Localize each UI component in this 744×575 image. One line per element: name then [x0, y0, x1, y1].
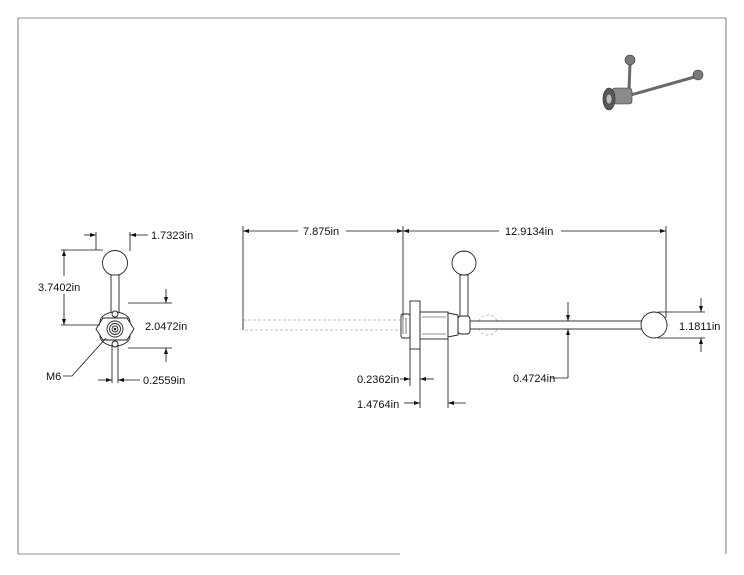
isometric-view	[602, 54, 704, 111]
dim-front-flange: 2.0472in	[145, 321, 187, 333]
dim-front-width: 1.7323in	[151, 230, 193, 242]
sheet-border	[17, 17, 727, 555]
dim-front-hole: 0.2559in	[143, 375, 185, 387]
dim-side-rod: 0.4724in	[513, 373, 555, 385]
front-view: 1.7323in 3.7402in 2.0472in 0.2559in M6	[38, 230, 193, 387]
side-view: 7.875in 12.9134in 1.1811in 0.4724in 0.23…	[242, 226, 720, 411]
dim-side-right: 12.9134in	[505, 226, 553, 238]
dim-side-left: 7.875in	[303, 226, 339, 238]
dim-side-ball: 1.1811in	[679, 321, 720, 333]
thread-callout: M6	[46, 371, 61, 383]
dim-side-flange-thickness: 0.2362in	[357, 374, 399, 386]
dim-front-height: 3.7402in	[38, 282, 80, 294]
dim-side-body: 1.4764in	[357, 399, 399, 411]
